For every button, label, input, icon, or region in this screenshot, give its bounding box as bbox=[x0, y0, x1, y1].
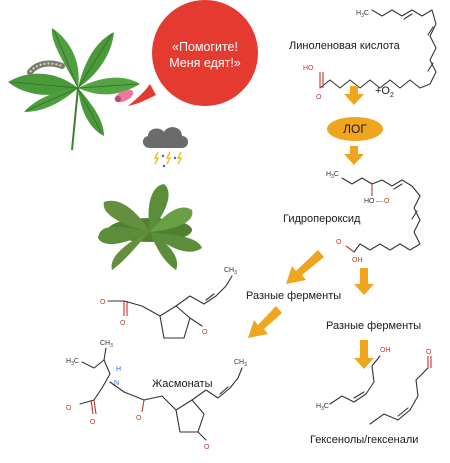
svg-text:CH3: CH3 bbox=[100, 340, 113, 349]
svg-text:OH: OH bbox=[380, 347, 391, 354]
svg-text:O: O bbox=[100, 299, 106, 306]
arrow-diagonal-1 bbox=[286, 250, 324, 284]
svg-text:O: O bbox=[202, 329, 208, 336]
bubble-text-line1: «Помогите! bbox=[172, 40, 238, 54]
label-hexenols-hexenals: Гексенолы/гексенали bbox=[310, 434, 418, 446]
svg-text:O: O bbox=[66, 405, 72, 412]
label-plus-o2: +O2 bbox=[375, 85, 394, 99]
svg-text:O: O bbox=[384, 198, 390, 205]
label-hydroperoxide: Гидропероксид bbox=[283, 213, 361, 225]
arrow-down-4 bbox=[354, 340, 374, 369]
arrow-down-1 bbox=[344, 86, 364, 105]
speech-bubble: «Помогите! Меня едят!» bbox=[128, 0, 258, 106]
label-various-enzymes-left: Разные ферменты bbox=[246, 290, 341, 302]
svg-text:H3C: H3C bbox=[326, 171, 339, 180]
methyl-jasmonate-structure: O O O CH3 bbox=[100, 267, 237, 339]
linolenic-acid-structure: H3C HO O bbox=[303, 9, 437, 101]
arrow-down-2 bbox=[344, 146, 364, 165]
chestnut-leaf-illustration bbox=[8, 28, 140, 151]
label-log: ЛОГ bbox=[343, 122, 367, 136]
hydroperoxide-structure: H3C HO — O O OH bbox=[326, 171, 421, 264]
label-linolenic-acid: Линоленовая кислота bbox=[289, 40, 401, 52]
arrow-diagonal-2 bbox=[248, 306, 282, 338]
jasmonoyl-isoleucine-structure: H3C CH3 O O H N O O CH3 bbox=[66, 340, 247, 451]
svg-text:CH3: CH3 bbox=[224, 267, 237, 276]
caterpillar-icon bbox=[27, 60, 65, 75]
storm-cloud-icon bbox=[142, 127, 188, 168]
svg-text:O: O bbox=[90, 419, 96, 426]
svg-text:—: — bbox=[376, 198, 383, 205]
rosette-plant-illustration bbox=[98, 184, 202, 270]
svg-text:OH: OH bbox=[352, 257, 363, 264]
svg-text:CH3: CH3 bbox=[234, 359, 247, 368]
svg-text:O: O bbox=[136, 415, 142, 422]
svg-text:HO: HO bbox=[364, 198, 375, 205]
label-jasmonates: Жасмонаты bbox=[152, 378, 213, 390]
svg-text:H: H bbox=[116, 366, 121, 373]
svg-text:O: O bbox=[426, 349, 432, 356]
hexenol-structure: H3C OH bbox=[316, 347, 391, 412]
svg-text:H3C: H3C bbox=[356, 10, 369, 19]
bubble-text-line2: Меня едят!» bbox=[169, 56, 241, 70]
svg-text:O: O bbox=[120, 320, 126, 327]
svg-text:H3C: H3C bbox=[66, 358, 79, 367]
svg-text:O: O bbox=[336, 239, 342, 246]
svg-text:HO: HO bbox=[303, 65, 314, 72]
svg-text:H3C: H3C bbox=[316, 403, 329, 412]
hexenal-structure: O bbox=[369, 349, 432, 425]
svg-text:N: N bbox=[114, 380, 119, 387]
log-enzyme-badge: ЛОГ bbox=[327, 117, 383, 141]
bug-icon bbox=[114, 89, 134, 103]
svg-text:O: O bbox=[316, 94, 322, 101]
label-various-enzymes-right: Разные ферменты bbox=[326, 320, 421, 332]
svg-text:O: O bbox=[204, 444, 210, 451]
arrow-down-3 bbox=[354, 268, 374, 295]
